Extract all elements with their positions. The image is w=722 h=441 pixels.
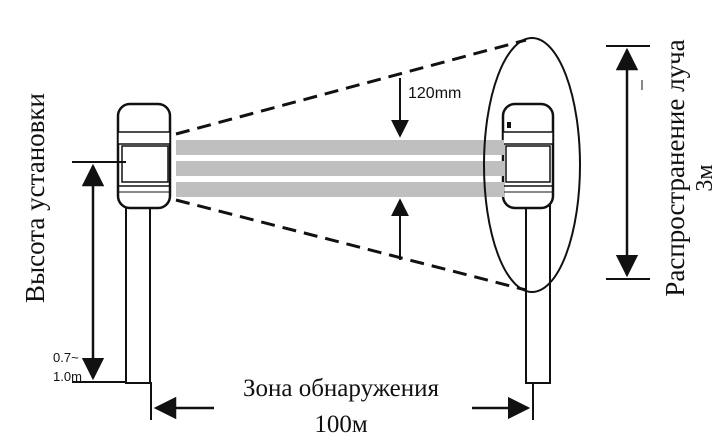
- mount-height-label: Высота установки: [20, 93, 50, 303]
- beam-1: [176, 140, 504, 155]
- beam-gap-label: 120mm: [408, 85, 461, 102]
- beam-3: [176, 182, 504, 197]
- receiver-head-icon: [501, 102, 555, 210]
- detection-zone-indicator: Зона обнаружения 100м: [150, 375, 534, 438]
- beam-group: [176, 140, 504, 197]
- detection-distance-label: 100м: [314, 411, 368, 438]
- height-range-line1: 0.7~: [53, 350, 79, 365]
- beam-spread-label: Распространение луча: [660, 39, 690, 296]
- beam-spread-value: 3м: [692, 164, 718, 191]
- detection-zone-label: Зона обнаружения: [243, 375, 440, 402]
- transmitter-head-icon: [116, 102, 172, 210]
- beam-spread-ellipse: [483, 37, 581, 293]
- beam-gap-indicator: 120mm: [391, 78, 461, 260]
- beam-spread-edge-bottom: [175, 198, 527, 292]
- transmitter-pole: [125, 199, 151, 384]
- receiver-unit: [501, 102, 555, 384]
- beam-spread-indicator: [606, 45, 650, 280]
- height-range-line2: 1.0m: [53, 369, 82, 384]
- transmitter-unit: [116, 102, 172, 384]
- beam-2: [176, 161, 504, 176]
- mount-height-indicator: 0.7~ 1.0m: [53, 161, 126, 384]
- beam-spread-edge-top: [175, 38, 527, 136]
